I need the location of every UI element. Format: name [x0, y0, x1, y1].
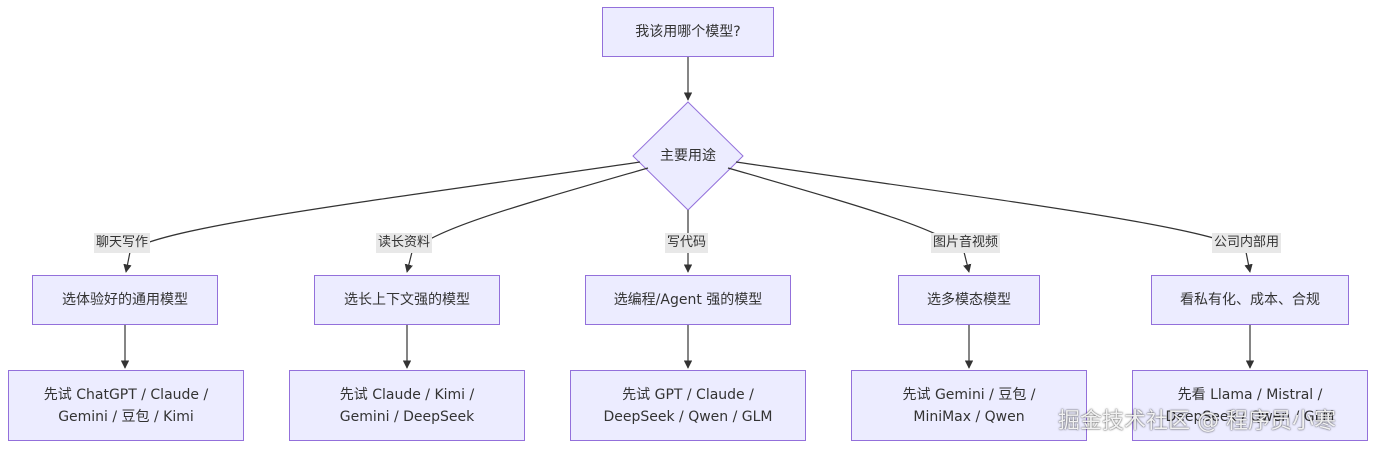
edge-label-multimodal: 图片音视频: [931, 233, 1001, 253]
suggestion-line: Gemini / 豆包 / Kimi: [58, 408, 194, 425]
suggestion-node-coding: 先试 GPT / Claude / DeepSeek / Qwen / GLM: [570, 370, 806, 441]
choice-node-label: 看私有化、成本、合规: [1180, 292, 1320, 308]
suggestion-node-multimodal: 先试 Gemini / 豆包 / MiniMax / Qwen: [851, 370, 1087, 441]
choice-node-multimodal: 选多模态模型: [898, 275, 1040, 325]
choice-node-label: 选编程/Agent 强的模型: [613, 292, 763, 308]
edge-label-coding: 写代码: [665, 233, 709, 253]
suggestion-node-chat-writing: 先试 ChatGPT / Claude / Gemini / 豆包 / Kimi: [8, 370, 244, 441]
choice-node-label: 选体验好的通用模型: [62, 292, 188, 308]
edge-decision-to-branch-1: [123, 161, 641, 273]
choice-node-chat-writing: 选体验好的通用模型: [32, 275, 218, 325]
edge-decision-to-branch-4: [727, 167, 972, 273]
decision-node-label: 主要用途: [660, 148, 716, 164]
watermark: 掘金技术社区 @ 程序员小寒: [1058, 409, 1336, 434]
suggestion-node-enterprise: 先看 Llama / Mistral / DeepSeek / Qwen / G…: [1132, 370, 1368, 441]
suggestion-line: DeepSeek / Qwen / GLM: [1165, 408, 1335, 425]
suggestion-line: 先看 Llama / Mistral /: [1177, 386, 1323, 403]
choice-node-enterprise: 看私有化、成本、合规: [1151, 275, 1349, 325]
suggestion-line: DeepSeek / Qwen / GLM: [603, 408, 773, 425]
suggestion-line: 先试 ChatGPT / Claude /: [43, 386, 209, 403]
edge-label-long-documents: 读长资料: [376, 233, 433, 253]
choice-node-label: 选长上下文强的模型: [344, 292, 470, 308]
edge-label-enterprise: 公司内部用: [1212, 233, 1282, 253]
suggestion-line: 先试 GPT / Claude /: [622, 386, 754, 403]
edge-decision-to-branch-5: [735, 161, 1253, 273]
edge-label-chat-writing: 聊天写作: [94, 233, 151, 253]
choice-node-label: 选多模态模型: [927, 292, 1011, 308]
start-node-label: 我该用哪个模型?: [635, 24, 741, 40]
edge-decision-to-branch-2: [404, 167, 649, 273]
choice-node-coding: 选编程/Agent 强的模型: [585, 275, 791, 325]
start-node: 我该用哪个模型?: [602, 7, 774, 57]
suggestion-line: Gemini / DeepSeek: [339, 408, 475, 425]
suggestion-node-long-documents: 先试 Claude / Kimi / Gemini / DeepSeek: [289, 370, 525, 441]
suggestion-line: 先试 Claude / Kimi /: [339, 386, 475, 403]
choice-node-long-documents: 选长上下文强的模型: [314, 275, 500, 325]
suggestion-line: MiniMax / Qwen: [913, 408, 1025, 425]
suggestion-line: 先试 Gemini / 豆包 /: [902, 386, 1036, 403]
